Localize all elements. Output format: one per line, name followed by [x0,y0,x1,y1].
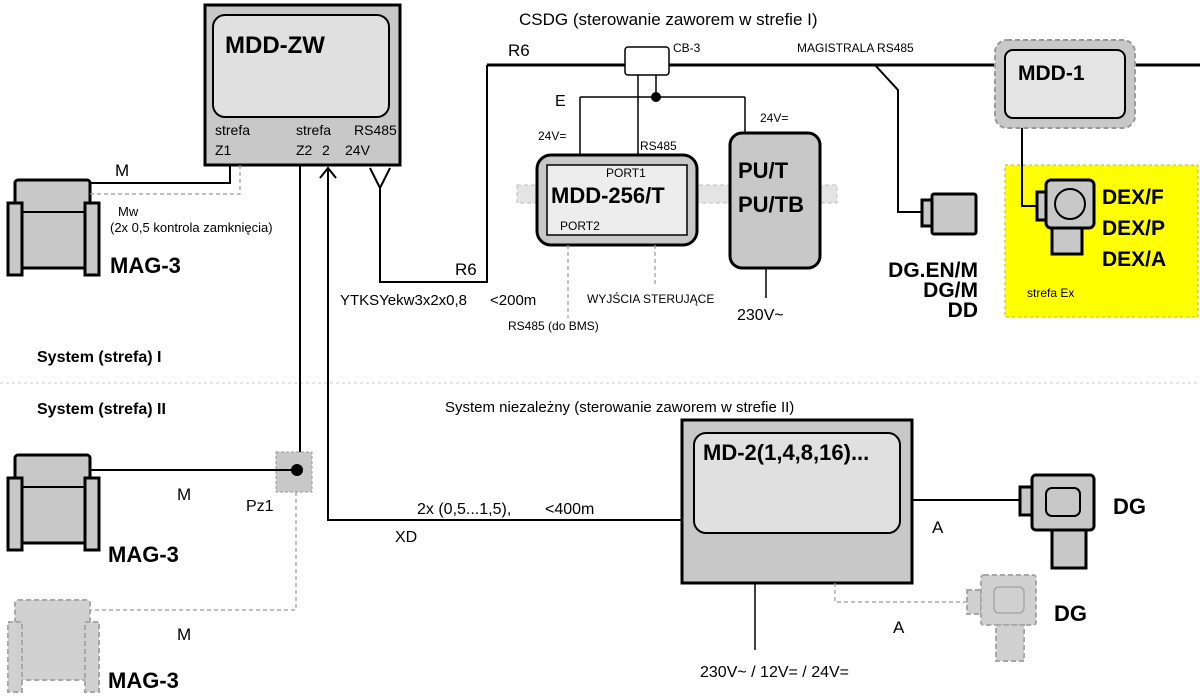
mdd-zw-z2-label: Z2 [296,142,313,158]
md-2-cable-length: <400m [545,501,594,518]
24v-right-label: 24V= [760,111,788,125]
md-2-system-label: System niezależny (sterowanie zaworem w … [445,399,794,416]
mdd-zw-strefa-z1-label: strefa [215,122,250,138]
cable-type-label: YTKSYekw3x2x0,8 [340,292,467,309]
dg-right-name: DG [1113,494,1146,519]
dg-ghost-sensor [834,574,1037,662]
ex-zone-area [1004,164,1199,318]
dg-right-sensor [912,473,1096,570]
mdd-zw-terminal-2-label: 2 [322,142,330,158]
cb3-junction-dot [651,92,661,102]
r6-top-label: R6 [508,41,530,60]
rs485-bus-label: MAGISTRALA RS485 [797,41,914,55]
mdd-zw-title: MDD-ZW [225,32,325,59]
mdd-zw-24v-label: 24V [345,142,371,158]
cb3-box [624,46,670,76]
pu-t-line2: PU/TB [738,192,804,217]
dex-line1: DEX/F [1102,186,1164,209]
mag3-top-name: MAG-3 [110,253,181,278]
dex-line2: DEX/P [1102,217,1165,240]
e-label: E [555,93,566,110]
dg-ghost-name: DG [1054,601,1087,626]
cb3-label: CB-3 [673,41,701,55]
dg-ghost-cap [966,589,982,615]
mag3-mid-body [13,453,92,545]
r6-bottom-label: R6 [455,260,477,279]
cb3-connector [579,46,746,155]
24v-left-label: 24V= [538,129,566,143]
mag3-mid-right-flange [83,476,101,552]
mag3-actuator-middle [6,453,101,552]
mdd-1-module [994,39,1136,129]
mag3-mid-name: MAG-3 [108,542,179,567]
mag3-top-wiring [90,165,241,195]
dg-ghost-wire-label: A [893,618,905,637]
mag3-actuator-top [6,178,101,277]
dg-en-line3: DD [948,299,978,322]
pu-t-body [728,131,822,270]
dg-right-wire-label: A [932,518,944,537]
pz1-label: Pz1 [246,498,274,515]
mag3-top-left-flange [6,201,24,277]
xd-wiring [319,166,682,521]
md-2-power-label: 230V~ / 12V= / 24V= [700,664,849,681]
zone-2-label: System (strefa) II [37,401,166,418]
mag3-bot-wire-label: M [177,625,191,644]
pu-t-power-label: 230V~ [737,307,784,324]
dg-ghost-stem [995,624,1025,662]
md-2-controller [680,418,914,650]
csdg-title: CSDG (sterowanie zaworem w strefie I) [519,10,818,29]
mag3-actuator-bottom-optional [7,599,100,693]
r6-cable-wiring [369,65,488,283]
rs485-branch-label: RS485 [640,139,677,153]
mag3-top-mw-note: (2x 0,5 kontrola zamknięcia) [110,220,273,235]
mag3-top-right-flange [83,201,101,277]
mdd-256t-module [535,153,699,247]
mdd-zw-screen [212,14,390,118]
md-2-title: MD-2(1,4,8,16)... [703,440,869,465]
mdd-zw-rs485-label: RS485 [354,122,397,138]
mag3-bot-name: MAG-3 [108,668,179,693]
md-2-cable-label: 2x (0,5...1,5), [417,501,511,518]
mag3-bot-left-flange [7,621,23,693]
control-outputs-label: WYJŚCIA STERUJĄCE [587,291,714,306]
xd-label: XD [395,529,417,546]
dex-line3: DEX/A [1102,248,1166,271]
dex-sensor [1035,178,1096,256]
mag3-mid-wire-label: M [177,485,191,504]
mdd1-dex-wire [1021,128,1038,207]
dg-en-line1: DG.EN/M [888,259,978,282]
mag3-mid-left-flange [6,476,24,552]
mdd-256t-title: MDD-256/T [551,183,665,208]
rs485-bms-label: RS485 (do BMS) [508,319,599,333]
mdd-zw-strefa-z2-label: strefa [296,122,331,138]
zone-1-label: System (strefa) I [37,349,162,366]
mag3-bot-right-flange [84,621,100,693]
mdd-zw-z1-label: Z1 [215,142,232,158]
dg-en-line2: DG/M [923,279,978,302]
ex-zone-label: strefa Ex [1027,286,1074,300]
mdd-1-screen [1004,49,1126,119]
mdd-256t-port1-label: PORT1 [606,166,646,180]
dg-en-body [930,192,978,236]
dg-right-stem [1050,528,1088,570]
z2-zone-wiring [90,165,313,611]
mdd-256t-panel [546,164,688,236]
cable-length-label: <200m [490,292,536,309]
mdd-256t-port2-label: PORT2 [560,219,600,233]
mag3-top-body [13,178,92,270]
pu-t-line1: PU/T [738,158,789,183]
mag3-top-wire-label: M [115,161,129,180]
mdd-zw-controller [203,3,402,167]
dex-stem [1050,226,1084,256]
pu-t-power-unit [728,131,822,298]
dg-en-sensor [874,64,978,236]
mag3-bot-body [14,599,91,681]
mag3-top-mw-label: Mw [118,204,139,219]
mdd-1-title: MDD-1 [1018,62,1085,85]
md-2-screen [693,432,901,534]
